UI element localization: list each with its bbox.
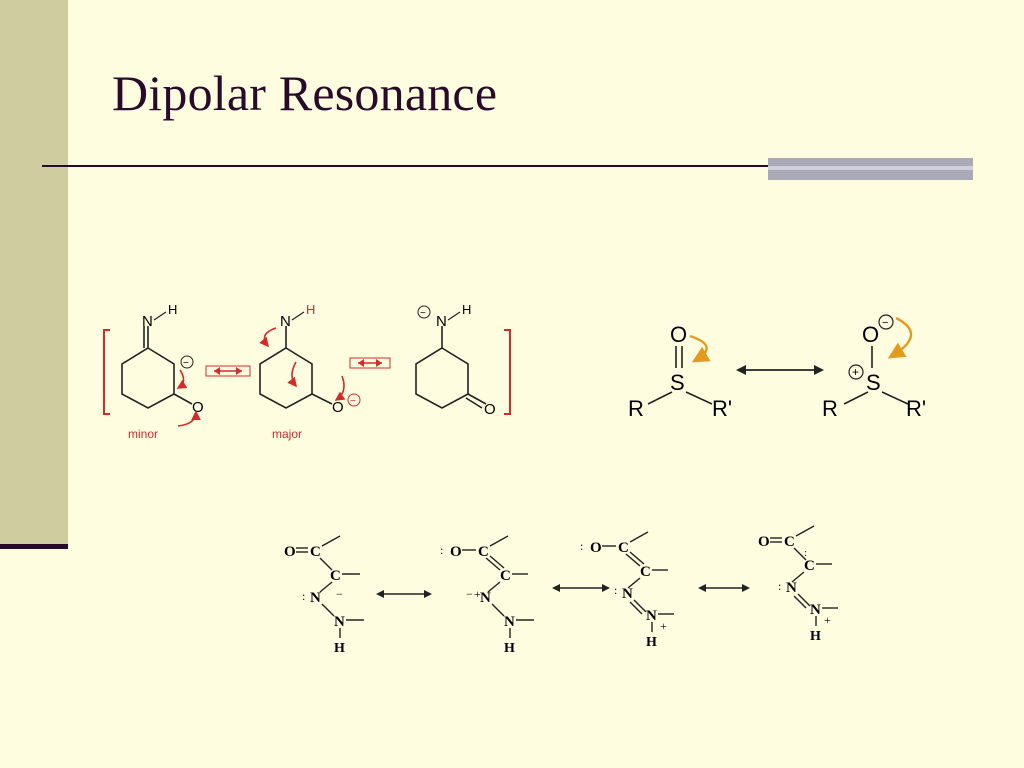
r-group-label: R	[822, 396, 838, 421]
lone-pair: :	[302, 589, 305, 603]
sulfur-label: S	[670, 370, 685, 395]
hydrazone-resonance-figure: O C C : N − N H : O C C − + N N	[284, 525, 838, 656]
plus-charge: +	[852, 365, 859, 379]
sulfoxide-resonance-arrow	[736, 365, 824, 375]
enaminone-structure-3: N H − O	[415, 302, 496, 418]
carbon-label: C	[500, 568, 511, 584]
nitrogen-label: N	[810, 602, 821, 618]
carbon-label: C	[330, 568, 341, 584]
carbon-label: C	[804, 558, 815, 574]
side-bar-rule	[0, 544, 68, 549]
resonance-arrow-2	[349, 357, 391, 369]
enaminone-structure-1: N H O − minor	[121, 302, 204, 441]
minus-charge: −	[183, 358, 189, 369]
label-minor: minor	[128, 427, 158, 441]
hydrogen-label: H	[504, 641, 515, 656]
left-bracket	[103, 329, 110, 415]
carbon-label: C	[784, 534, 795, 550]
sulfur-label: S	[866, 370, 881, 395]
plus-charge: +	[824, 613, 831, 627]
resonance-arrow-1	[205, 365, 251, 377]
minus-charge: −	[466, 587, 473, 601]
minus-charge: −	[350, 396, 356, 407]
oxygen-label: O	[332, 399, 344, 416]
nitrogen-label: N	[480, 590, 491, 606]
nitrogen-label: N	[280, 313, 291, 330]
title-underline	[42, 165, 972, 167]
hydrazone-arrow-3	[698, 584, 750, 592]
nitrogen-label: N	[334, 614, 345, 630]
hydrazone-structure-3: : O C C : N N + H	[580, 531, 674, 650]
hydrogen-label: H	[646, 635, 657, 650]
sulfoxide-resonance-figure: O S R R' O − + S R R'	[628, 314, 926, 421]
minus-charge: −	[420, 308, 426, 319]
oxygen-label: O	[670, 322, 687, 347]
label-major: major	[272, 427, 302, 441]
hydrazone-structure-2: : O C C − + N N H	[440, 535, 534, 656]
oxygen-label: O	[590, 540, 602, 556]
lone-pair: :	[778, 579, 781, 593]
lone-pair: :	[614, 583, 617, 597]
title-accent-bar	[768, 158, 973, 180]
hydrogen-label: H	[306, 302, 315, 317]
hydrogen-label: H	[462, 302, 471, 317]
hydrazone-structure-4: O C C : : N N + H	[758, 525, 838, 644]
carbon-label: C	[640, 564, 651, 580]
r-group-label: R	[628, 396, 644, 421]
hydrogen-label: H	[334, 641, 345, 656]
lone-pair: :	[440, 543, 443, 557]
hydrazone-arrow-2	[552, 584, 610, 592]
lone-pair: :	[580, 539, 583, 553]
nitrogen-label: N	[142, 313, 153, 330]
slide-side-bar	[0, 0, 68, 548]
enaminone-structure-2: N H O − major	[259, 302, 361, 441]
nitrogen-label: N	[646, 608, 657, 624]
oxygen-label: O	[192, 399, 204, 416]
enaminone-resonance-figure: N H O − minor N H O − major	[103, 302, 511, 441]
minus-charge: −	[882, 317, 888, 329]
hydrogen-label: H	[810, 629, 821, 644]
r-prime-label: R'	[712, 396, 732, 421]
right-bracket	[504, 329, 511, 415]
carbon-label: C	[310, 544, 321, 560]
nitrogen-label: N	[310, 590, 321, 606]
r-prime-label: R'	[906, 396, 926, 421]
nitrogen-label: N	[436, 313, 447, 330]
nitrogen-label: N	[786, 580, 797, 596]
hydrogen-label: H	[168, 302, 177, 317]
minus-charge: −	[336, 587, 343, 601]
oxygen-label: O	[284, 544, 296, 560]
slide-title: Dipolar Resonance	[112, 65, 498, 121]
nitrogen-label: N	[622, 586, 633, 602]
oxygen-label: O	[862, 322, 879, 347]
carbon-label: C	[618, 540, 629, 556]
oxygen-label: O	[450, 544, 462, 560]
oxygen-label: O	[484, 401, 496, 418]
hydrazone-structure-1: O C C : N − N H	[284, 535, 364, 656]
hydrazone-arrow-1	[376, 590, 432, 598]
plus-charge: +	[660, 619, 667, 633]
carbon-label: C	[478, 544, 489, 560]
nitrogen-label: N	[504, 614, 515, 630]
sulfoxide-structure-2: O − + S R R'	[822, 314, 926, 421]
oxygen-label: O	[758, 534, 770, 550]
sulfoxide-structure-1: O S R R'	[628, 322, 732, 421]
plus-charge: +	[474, 587, 481, 601]
lone-pair: :	[804, 547, 807, 559]
